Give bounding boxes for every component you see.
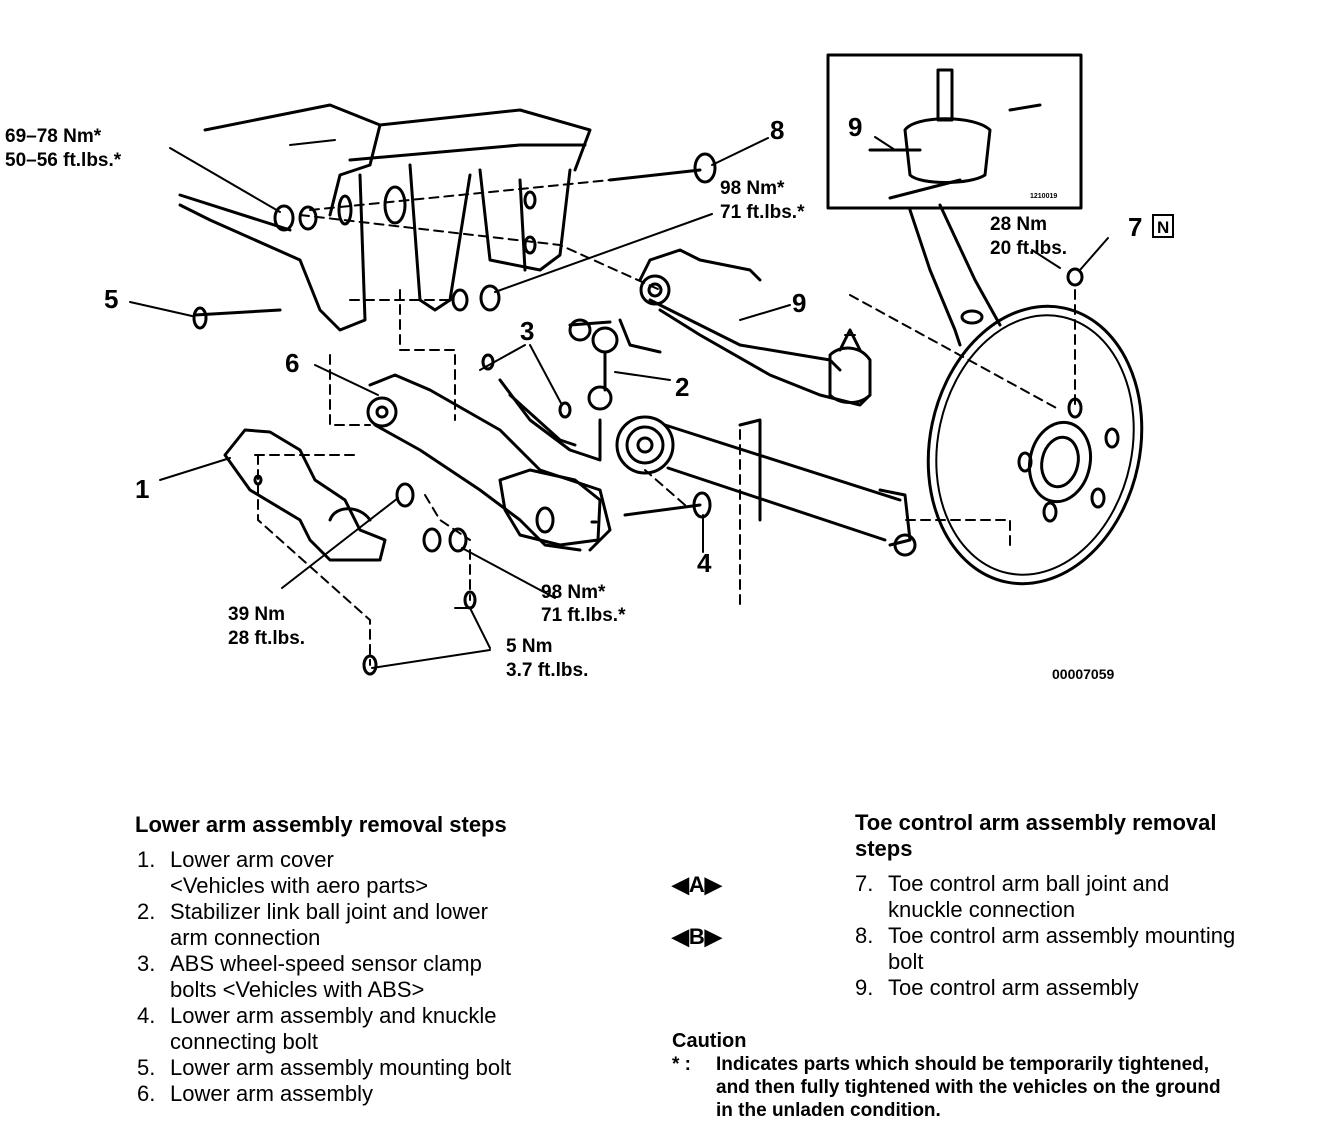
service-point-a-marker: ◀A▶ <box>672 872 722 897</box>
rear-suspension-exploded-diagram: 1 2 3 4 5 6 7 8 9 9 N 69–78 Nm* 50–56 ft… <box>5 53 1174 682</box>
step-text-line: Toe control arm assembly <box>888 975 1139 1000</box>
knuckle-connecting-bolt <box>623 491 712 519</box>
step-number: 8. <box>855 923 874 948</box>
torque-39-nm: 39 Nm <box>228 604 285 625</box>
step-text-line: bolt <box>888 949 924 974</box>
toe-arm-step-9: 9. Toe control arm assembly <box>855 975 1325 1001</box>
brake-drum <box>926 304 1144 586</box>
caution-title: Caution <box>672 1030 747 1052</box>
torque-98a-ftlbs: 71 ft.lbs.* <box>720 202 805 223</box>
crossmember-bracket <box>178 103 592 332</box>
stabilizer-link <box>498 318 662 462</box>
torque-69-ftlbs: 50–56 ft.lbs.* <box>5 150 122 171</box>
nuts <box>273 204 1084 553</box>
step-text-line: Lower arm assembly mounting bolt <box>170 1055 512 1080</box>
step-number: 1. <box>137 847 156 872</box>
part-label-4: 4 <box>697 548 712 578</box>
lower-arm <box>366 373 612 552</box>
step-text-line: bolts <Vehicles with ABS> <box>170 977 425 1002</box>
step-text-line: Stabilizer link ball joint and lower <box>170 899 488 924</box>
inset-detail <box>826 53 1083 210</box>
torque-28-nm: 28 Nm <box>990 214 1047 235</box>
lower-arm-step-5: 5. Lower arm assembly mounting bolt <box>137 1055 617 1081</box>
torque-39-ftlbs: 28 ft.lbs. <box>228 628 305 649</box>
part-label-8: 8 <box>770 115 784 145</box>
figure-code: 00007059 <box>1052 666 1115 682</box>
new-part-badge-n: N <box>1157 218 1169 237</box>
service-point-b-marker: ◀B▶ <box>672 924 722 949</box>
torque-5-ftlbs: 3.7 ft.lbs. <box>506 660 588 681</box>
part-label-2: 2 <box>675 372 689 402</box>
step-text-line: <Vehicles with aero parts> <box>170 873 429 898</box>
lower-arm-cover <box>223 428 387 562</box>
part-label-5: 5 <box>104 284 118 314</box>
caution-line: and then fully tightened with the vehicl… <box>716 1077 1221 1098</box>
torque-69-nm: 69–78 Nm* <box>5 126 102 147</box>
caution-text: Indicates parts which should be temporar… <box>716 1053 1336 1122</box>
alignment-lines <box>254 179 1076 666</box>
toe-arm-heading: Toe control arm assembly removal steps <box>855 810 1315 862</box>
step-text-line: Lower arm cover <box>170 847 334 872</box>
step-text-line: Toe control arm ball joint and <box>888 871 1170 896</box>
step-number: 2. <box>137 899 156 924</box>
caution-line: in the unladen condition. <box>716 1100 941 1121</box>
step-number: 5. <box>137 1055 156 1080</box>
part-label-6: 6 <box>285 348 299 378</box>
toe-arm-heading-line: steps <box>855 836 913 861</box>
torque-98b-ftlbs: 71 ft.lbs.* <box>541 605 626 626</box>
step-text-line: connecting bolt <box>170 1029 318 1054</box>
caution-bullet: * : <box>672 1054 691 1075</box>
step-number: 7. <box>855 871 874 896</box>
inset-code: 1210019 <box>1030 193 1057 200</box>
step-text-line: knuckle connection <box>888 897 1076 922</box>
step-text-line: ABS wheel-speed sensor clamp <box>170 951 482 976</box>
part-label-3: 3 <box>520 316 534 346</box>
trailing-arm <box>615 415 917 557</box>
torque-98b-nm: 98 Nm* <box>541 582 606 603</box>
new-part-badge-frame <box>1152 214 1174 238</box>
caution-line: Indicates parts which should be temporar… <box>716 1054 1210 1075</box>
toe-arm-mounting-bolt <box>608 152 717 184</box>
leader-lines <box>129 136 1109 669</box>
step-text-line: arm connection <box>170 925 321 950</box>
step-text-line: Toe control arm assembly mounting <box>888 923 1236 948</box>
lower-arm-heading: Lower arm assembly removal steps <box>135 812 507 837</box>
step-number: 6. <box>137 1081 156 1106</box>
part-label-7: 7 <box>1128 212 1142 242</box>
lower-arm-mounting-bolt <box>192 306 282 330</box>
step-text-line: Lower arm assembly <box>170 1081 373 1106</box>
step-number: 4. <box>137 1003 156 1028</box>
torque-28-ftlbs: 20 ft.lbs. <box>990 238 1067 259</box>
step-number: 3. <box>137 951 156 976</box>
part-label-9: 9 <box>792 288 806 318</box>
step-text-line: Lower arm assembly and knuckle <box>170 1003 497 1028</box>
lower-arm-step-6: 6. Lower arm assembly <box>137 1081 617 1107</box>
torque-5-nm: 5 Nm <box>506 636 552 657</box>
toe-control-arm <box>638 248 872 407</box>
inset-part-label-9: 9 <box>848 112 862 142</box>
lower-arm-step-1: 1. Lower arm cover<Vehicles with aero par… <box>137 847 617 899</box>
torque-98a-nm: 98 Nm* <box>720 178 785 199</box>
part-label-1: 1 <box>135 474 149 504</box>
step-number: 9. <box>855 975 874 1000</box>
knuckle-arm <box>908 203 1002 347</box>
toe-arm-heading-line: Toe control arm assembly removal <box>855 810 1217 835</box>
lower-arm-steps: 1. Lower arm cover<Vehicles with aero par… <box>137 847 617 1107</box>
